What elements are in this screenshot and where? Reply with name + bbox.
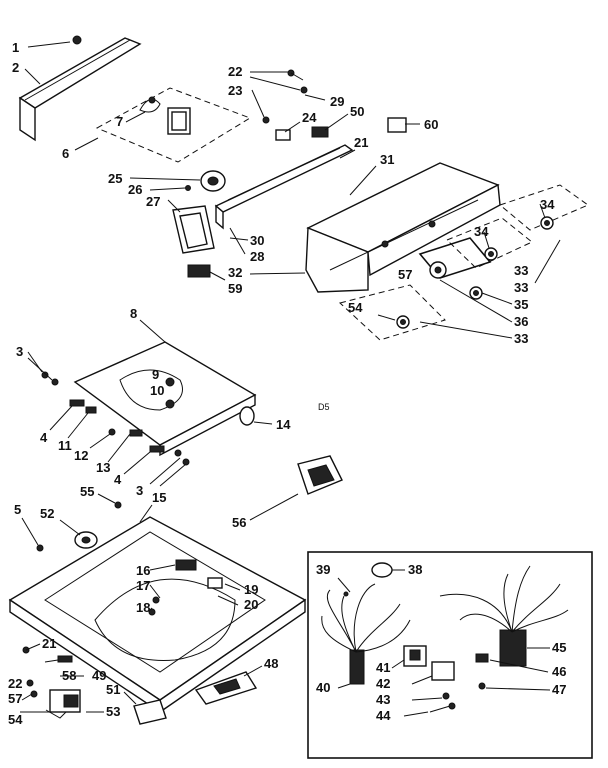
callout: 47 (552, 682, 566, 697)
callout: 60 (424, 117, 438, 132)
callout: 22 (228, 64, 242, 79)
callout: 22 (8, 676, 22, 691)
callout: 57 (8, 691, 22, 706)
callout: 6 (62, 146, 69, 161)
console-body-part (249, 162, 501, 293)
callout: 3 (136, 483, 143, 498)
callout: 40 (316, 680, 330, 695)
callout: 38 (408, 562, 422, 577)
callout: 45 (552, 640, 566, 655)
callout: 33 (514, 263, 528, 278)
callout: 57 (398, 267, 412, 282)
small-parts-bottom-left (20, 643, 263, 725)
callout: 39 (316, 562, 330, 577)
callout: 29 (330, 94, 344, 109)
callout: 46 (552, 664, 566, 679)
callout: 33 (514, 280, 528, 295)
callout: 19 (244, 582, 258, 597)
motor-bracket-group (95, 87, 252, 163)
callout: 13 (96, 460, 110, 475)
callout: 4 (114, 472, 122, 487)
leader-lines-top-left (24, 41, 99, 151)
callout: 2 (12, 60, 19, 75)
callout: 44 (376, 708, 391, 723)
callout: 48 (264, 656, 278, 671)
callout: 53 (106, 704, 120, 719)
callout: 12 (74, 448, 88, 463)
callout: 24 (302, 110, 317, 125)
lid-switch-part (249, 455, 343, 521)
callout: 5 (14, 502, 21, 517)
control-hardware-group (129, 69, 420, 281)
callout: 36 (514, 314, 528, 329)
callout: 43 (376, 692, 390, 707)
callout: 16 (136, 563, 150, 578)
callout: 23 (228, 83, 242, 98)
callout: 15 (152, 490, 166, 505)
callout: 54 (8, 712, 23, 727)
watermark-label: D5 (318, 402, 330, 412)
callout: 52 (40, 506, 54, 521)
callout: 27 (146, 194, 160, 209)
callout: 34 (474, 224, 489, 239)
callout: 11 (58, 438, 72, 453)
callout: 25 (108, 171, 122, 186)
callout: 17 (136, 578, 150, 593)
callout: 49 (92, 668, 106, 683)
callout: 51 (106, 682, 120, 697)
callout: 59 (228, 281, 242, 296)
callout: 41 (376, 660, 390, 675)
callout: 1 (12, 40, 19, 55)
callout: 14 (276, 417, 291, 432)
callout: 42 (376, 676, 390, 691)
callout: 50 (350, 104, 364, 119)
callout: 18 (136, 600, 150, 615)
callout: 31 (380, 152, 394, 167)
callout: 28 (250, 249, 264, 264)
callout: 33 (514, 331, 528, 346)
callout: 9 (152, 367, 159, 382)
rear-panel-part (18, 35, 142, 142)
callout: 10 (150, 383, 164, 398)
callout: 58 (62, 668, 76, 683)
washer-top-part (8, 493, 307, 714)
callout: 56 (232, 515, 246, 530)
callout: 21 (42, 636, 56, 651)
callout: 20 (244, 597, 258, 612)
callout: 54 (348, 300, 363, 315)
callout: 4 (40, 430, 48, 445)
callout: 55 (80, 484, 94, 499)
callout-labels: 1 2 6 7 22 23 29 24 50 60 21 31 25 26 27… (8, 40, 566, 727)
callout: 3 (16, 344, 23, 359)
callout: 21 (354, 135, 368, 150)
callout: 7 (116, 114, 123, 129)
callout: 30 (250, 233, 264, 248)
wiring-harness-panel (307, 551, 593, 759)
top-cover-part (27, 319, 273, 487)
callout: 32 (228, 265, 242, 280)
callout: 26 (128, 182, 142, 197)
knob-assemblies (338, 184, 590, 341)
callout: 8 (130, 306, 137, 321)
callout: 35 (514, 297, 528, 312)
callout: 34 (540, 197, 555, 212)
